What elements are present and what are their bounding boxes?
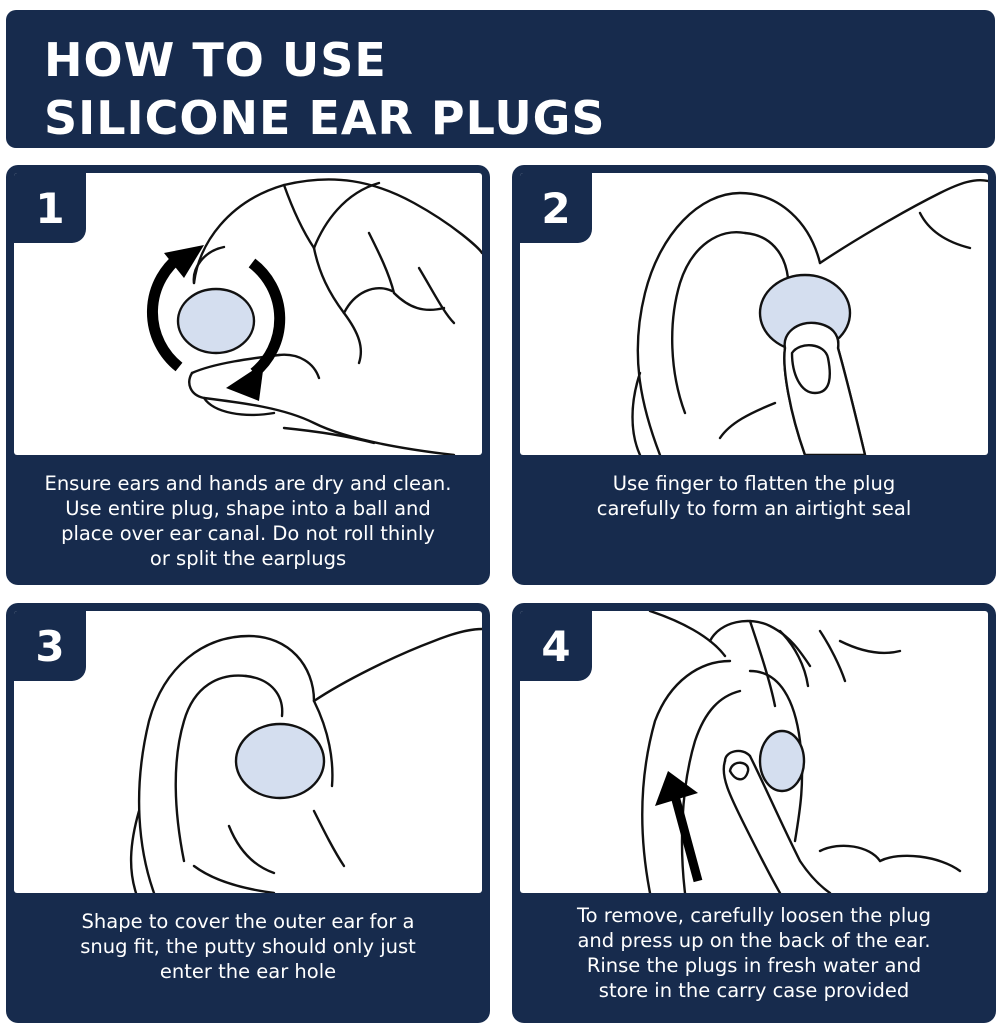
step-2-caption: Use finger to flatten the plug carefully… bbox=[526, 471, 982, 521]
title-line-1: HOW TO USE bbox=[44, 33, 387, 87]
caption-line: store in the carry case provided bbox=[598, 979, 910, 1002]
title-line-2: SILICONE EAR PLUGS bbox=[44, 91, 606, 145]
caption-line: enter the ear hole bbox=[159, 960, 337, 983]
step-4-caption: To remove, carefully loosen the plug and… bbox=[526, 903, 982, 1003]
ear-with-plug-icon bbox=[129, 627, 482, 893]
caption-line: or split the earplugs bbox=[149, 547, 347, 570]
title-banner: HOW TO USE SILICONE EAR PLUGS bbox=[6, 10, 995, 148]
step-1-caption: Ensure ears and hands are dry and clean.… bbox=[20, 471, 476, 571]
step-card-1: 1 Ensure ears and hands are dry and clea… bbox=[6, 165, 490, 585]
caption-line: and press up on the back of the ear. bbox=[577, 929, 931, 952]
caption-line: snug fit, the putty should only just bbox=[80, 935, 416, 958]
step-number-badge: 4 bbox=[520, 611, 592, 681]
caption-line: Rinse the plugs in fresh water and bbox=[586, 954, 922, 977]
step-number-badge: 3 bbox=[14, 611, 86, 681]
step-number-badge: 1 bbox=[14, 173, 86, 243]
earplug bbox=[758, 729, 806, 793]
hand-removing-plug-icon bbox=[641, 611, 962, 893]
caption-line: Ensure ears and hands are dry and clean. bbox=[44, 472, 452, 495]
step-card-4: 4 To remove, carefully loosen the plug a… bbox=[512, 603, 996, 1023]
step-card-2: 2 Use finger to flatten the plug careful… bbox=[512, 165, 996, 585]
hand-rolling-plug-icon bbox=[146, 178, 482, 455]
step-1-illustration: 1 bbox=[14, 173, 482, 455]
finger-pressing-ear-icon bbox=[631, 179, 988, 455]
caption-line: Use finger to flatten the plug bbox=[612, 472, 896, 495]
earplug bbox=[234, 722, 326, 800]
caption-line: Use entire plug, shape into a ball and bbox=[65, 497, 431, 520]
step-card-3: 3 Shape to cover the outer ear for a snu… bbox=[6, 603, 490, 1023]
step-2-illustration: 2 bbox=[520, 173, 988, 455]
step-3-illustration: 3 bbox=[14, 611, 482, 893]
step-4-illustration: 4 bbox=[520, 611, 988, 893]
caption-line: To remove, carefully loosen the plug bbox=[577, 904, 931, 927]
caption-line: Shape to cover the outer ear for a bbox=[81, 910, 415, 933]
caption-line: place over ear canal. Do not roll thinly bbox=[61, 522, 435, 545]
arrow-up-icon bbox=[670, 794, 703, 883]
step-number-badge: 2 bbox=[520, 173, 592, 243]
caption-line: carefully to form an airtight seal bbox=[596, 497, 912, 520]
step-3-caption: Shape to cover the outer ear for a snug … bbox=[20, 909, 476, 984]
earplug-ball bbox=[176, 287, 256, 355]
